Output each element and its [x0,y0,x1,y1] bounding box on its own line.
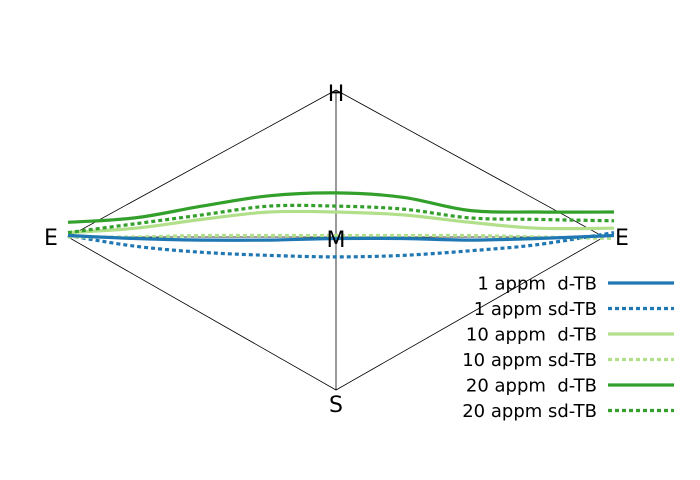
legend-item: 10 appm d-TB [466,325,674,346]
series-line-20-appm-d-tb [67,191,615,224]
legend-label: 20 appm sd-TB [462,401,597,422]
legend-label: 20 appm d-TB [466,376,597,397]
series-line-10-appm-d-tb [67,209,615,235]
vertex-label-top: H [328,82,345,107]
legend-item: 10 appm sd-TB [462,350,674,371]
series-layer [67,191,615,259]
legend-item: 1 appm d-TB [477,274,674,295]
vertex-label-left: E [44,226,58,251]
series-line-10-appm-sd-tb [67,233,615,241]
vertex-label-right: E [615,226,629,251]
legend-label: 10 appm sd-TB [462,350,597,371]
vertex-label-center: M [327,228,346,253]
legend: 1 appm d-TB 1 appm sd-TB 10 appm d-TB 10 ap… [462,274,674,422]
legend-label: 1 appm sd-TB [474,299,597,320]
legend-item: 20 appm sd-TB [462,401,674,422]
legend-label: 1 appm d-TB [477,274,597,295]
vertex-label-bottom: S [329,393,343,418]
series-line-1-appm-sd-tb [67,231,615,259]
vertex-labels: H E E S M [44,82,629,418]
series-line-20-appm-sd-tb [67,203,615,235]
legend-item: 20 appm d-TB [466,376,674,397]
legend-label: 10 appm d-TB [466,325,597,346]
legend-item: 1 appm sd-TB [474,299,674,320]
series-line-1-appm-d-tb [67,233,615,242]
